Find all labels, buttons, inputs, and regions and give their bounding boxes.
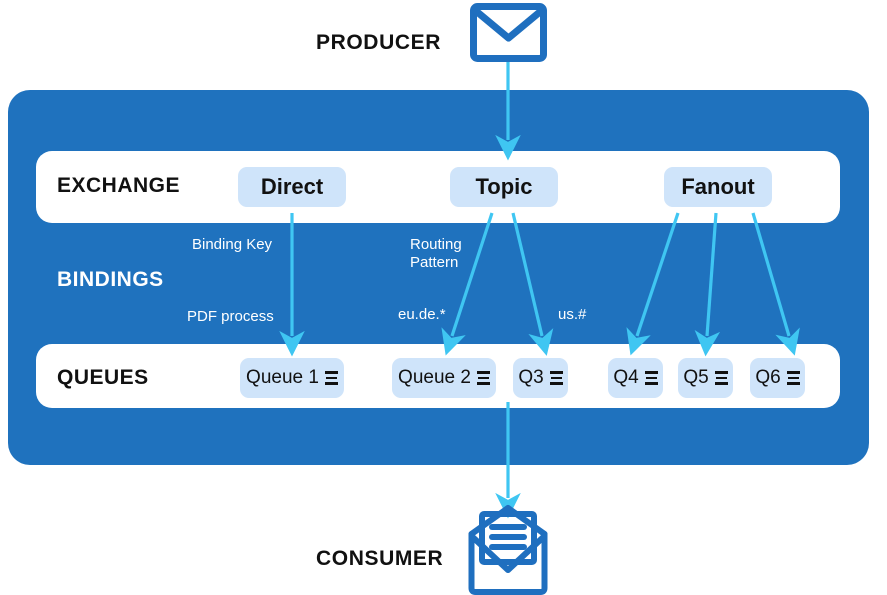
- queues-row-caption: QUEUES: [57, 366, 149, 389]
- exchange-type-topic[interactable]: Topic: [450, 167, 558, 207]
- binding-key-label: Binding Key: [192, 236, 273, 253]
- stack-icon: [549, 371, 563, 385]
- queue-item-q6[interactable]: Q6: [750, 358, 805, 398]
- queue-item-q2[interactable]: Queue 2: [392, 358, 496, 398]
- stack-icon: [324, 371, 338, 385]
- queue-label: Queue 2: [398, 367, 471, 388]
- queue-label: Q5: [683, 367, 709, 388]
- queue-label: Queue 1: [246, 367, 319, 388]
- envelope-open-letter-icon: [468, 505, 548, 595]
- queue-label: Q6: [755, 367, 781, 388]
- exchange-row-caption: EXCHANGE: [57, 174, 181, 197]
- queue-label: Q4: [613, 367, 639, 388]
- producer-label: PRODUCER: [316, 31, 441, 54]
- stack-icon: [476, 371, 490, 385]
- queue-item-q3[interactable]: Q3: [513, 358, 568, 398]
- eu-de-routing-key-label: eu.de.*: [398, 306, 446, 323]
- envelope-closed-icon: [470, 3, 547, 62]
- queue-item-q4[interactable]: Q4: [608, 358, 663, 398]
- consumer-label: CONSUMER: [316, 547, 444, 570]
- stack-icon: [714, 371, 728, 385]
- exchange-type-direct[interactable]: Direct: [238, 167, 346, 207]
- stack-icon: [644, 371, 658, 385]
- bindings-row-caption: BINDINGS: [57, 268, 164, 291]
- queue-label: Q3: [518, 367, 544, 388]
- queue-item-q5[interactable]: Q5: [678, 358, 733, 398]
- pdf-process-label: PDF process: [187, 308, 274, 325]
- queue-item-q1[interactable]: Queue 1: [240, 358, 344, 398]
- us-hash-routing-key-label: us.#: [558, 306, 587, 323]
- routing-pattern-label: Routing Pattern: [410, 236, 462, 271]
- exchange-type-fanout[interactable]: Fanout: [664, 167, 772, 207]
- stack-icon: [786, 371, 800, 385]
